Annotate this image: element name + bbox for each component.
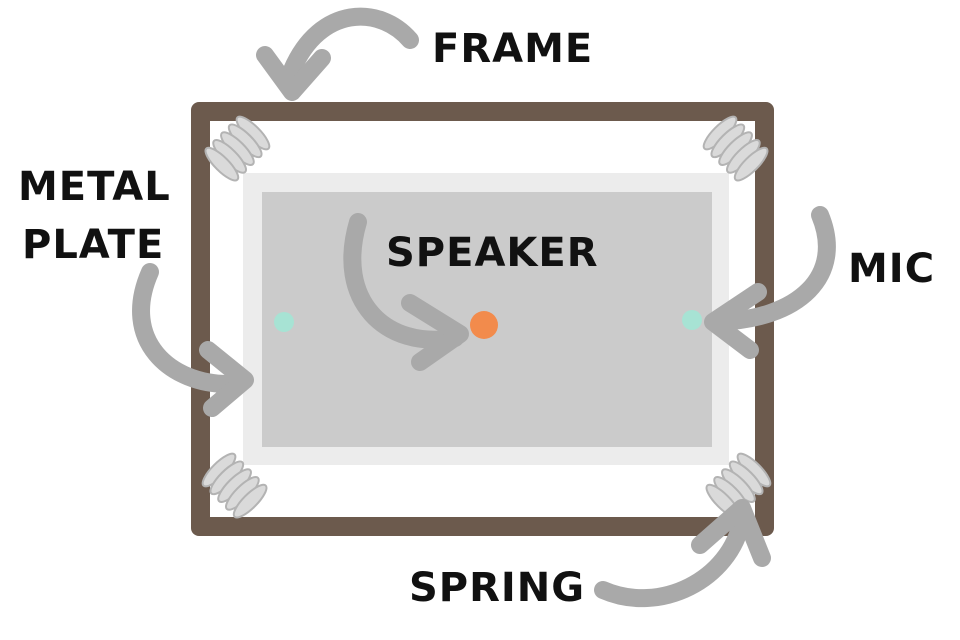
curved-arrow-icon-speaker [343,213,464,349]
spring-bottom-left [201,452,268,519]
speaker-dot-icon [470,311,498,339]
curved-arrow-icon-spring [594,511,751,608]
curved-arrow-icon-mic [706,206,836,331]
spring-top-right [702,115,769,182]
arrowhead-metal-plate [199,341,254,417]
label-mic: MIC [848,246,935,292]
arrowhead-spring [691,499,771,567]
spring-coil-icon [232,483,268,519]
label-speaker: SPEAKER [386,230,599,276]
mic-dot-left-icon [274,312,294,332]
label-metal-plate-line1: METAL [18,164,171,210]
curved-arrow-icon-frame [283,7,419,79]
spring-coil-icon [204,146,240,182]
spring-coil-icon [733,146,769,182]
arrowhead-frame [256,46,331,101]
curved-arrow-icon-metal-plate [132,263,239,394]
label-frame: FRAME [432,26,593,72]
mic-dot-right-icon [682,310,702,330]
label-metal-plate-line2: PLATE [22,222,164,268]
spring-top-left [204,115,271,182]
arrowhead-mic [704,283,767,359]
label-spring: SPRING [409,565,585,611]
arrowhead-speaker [401,294,469,371]
